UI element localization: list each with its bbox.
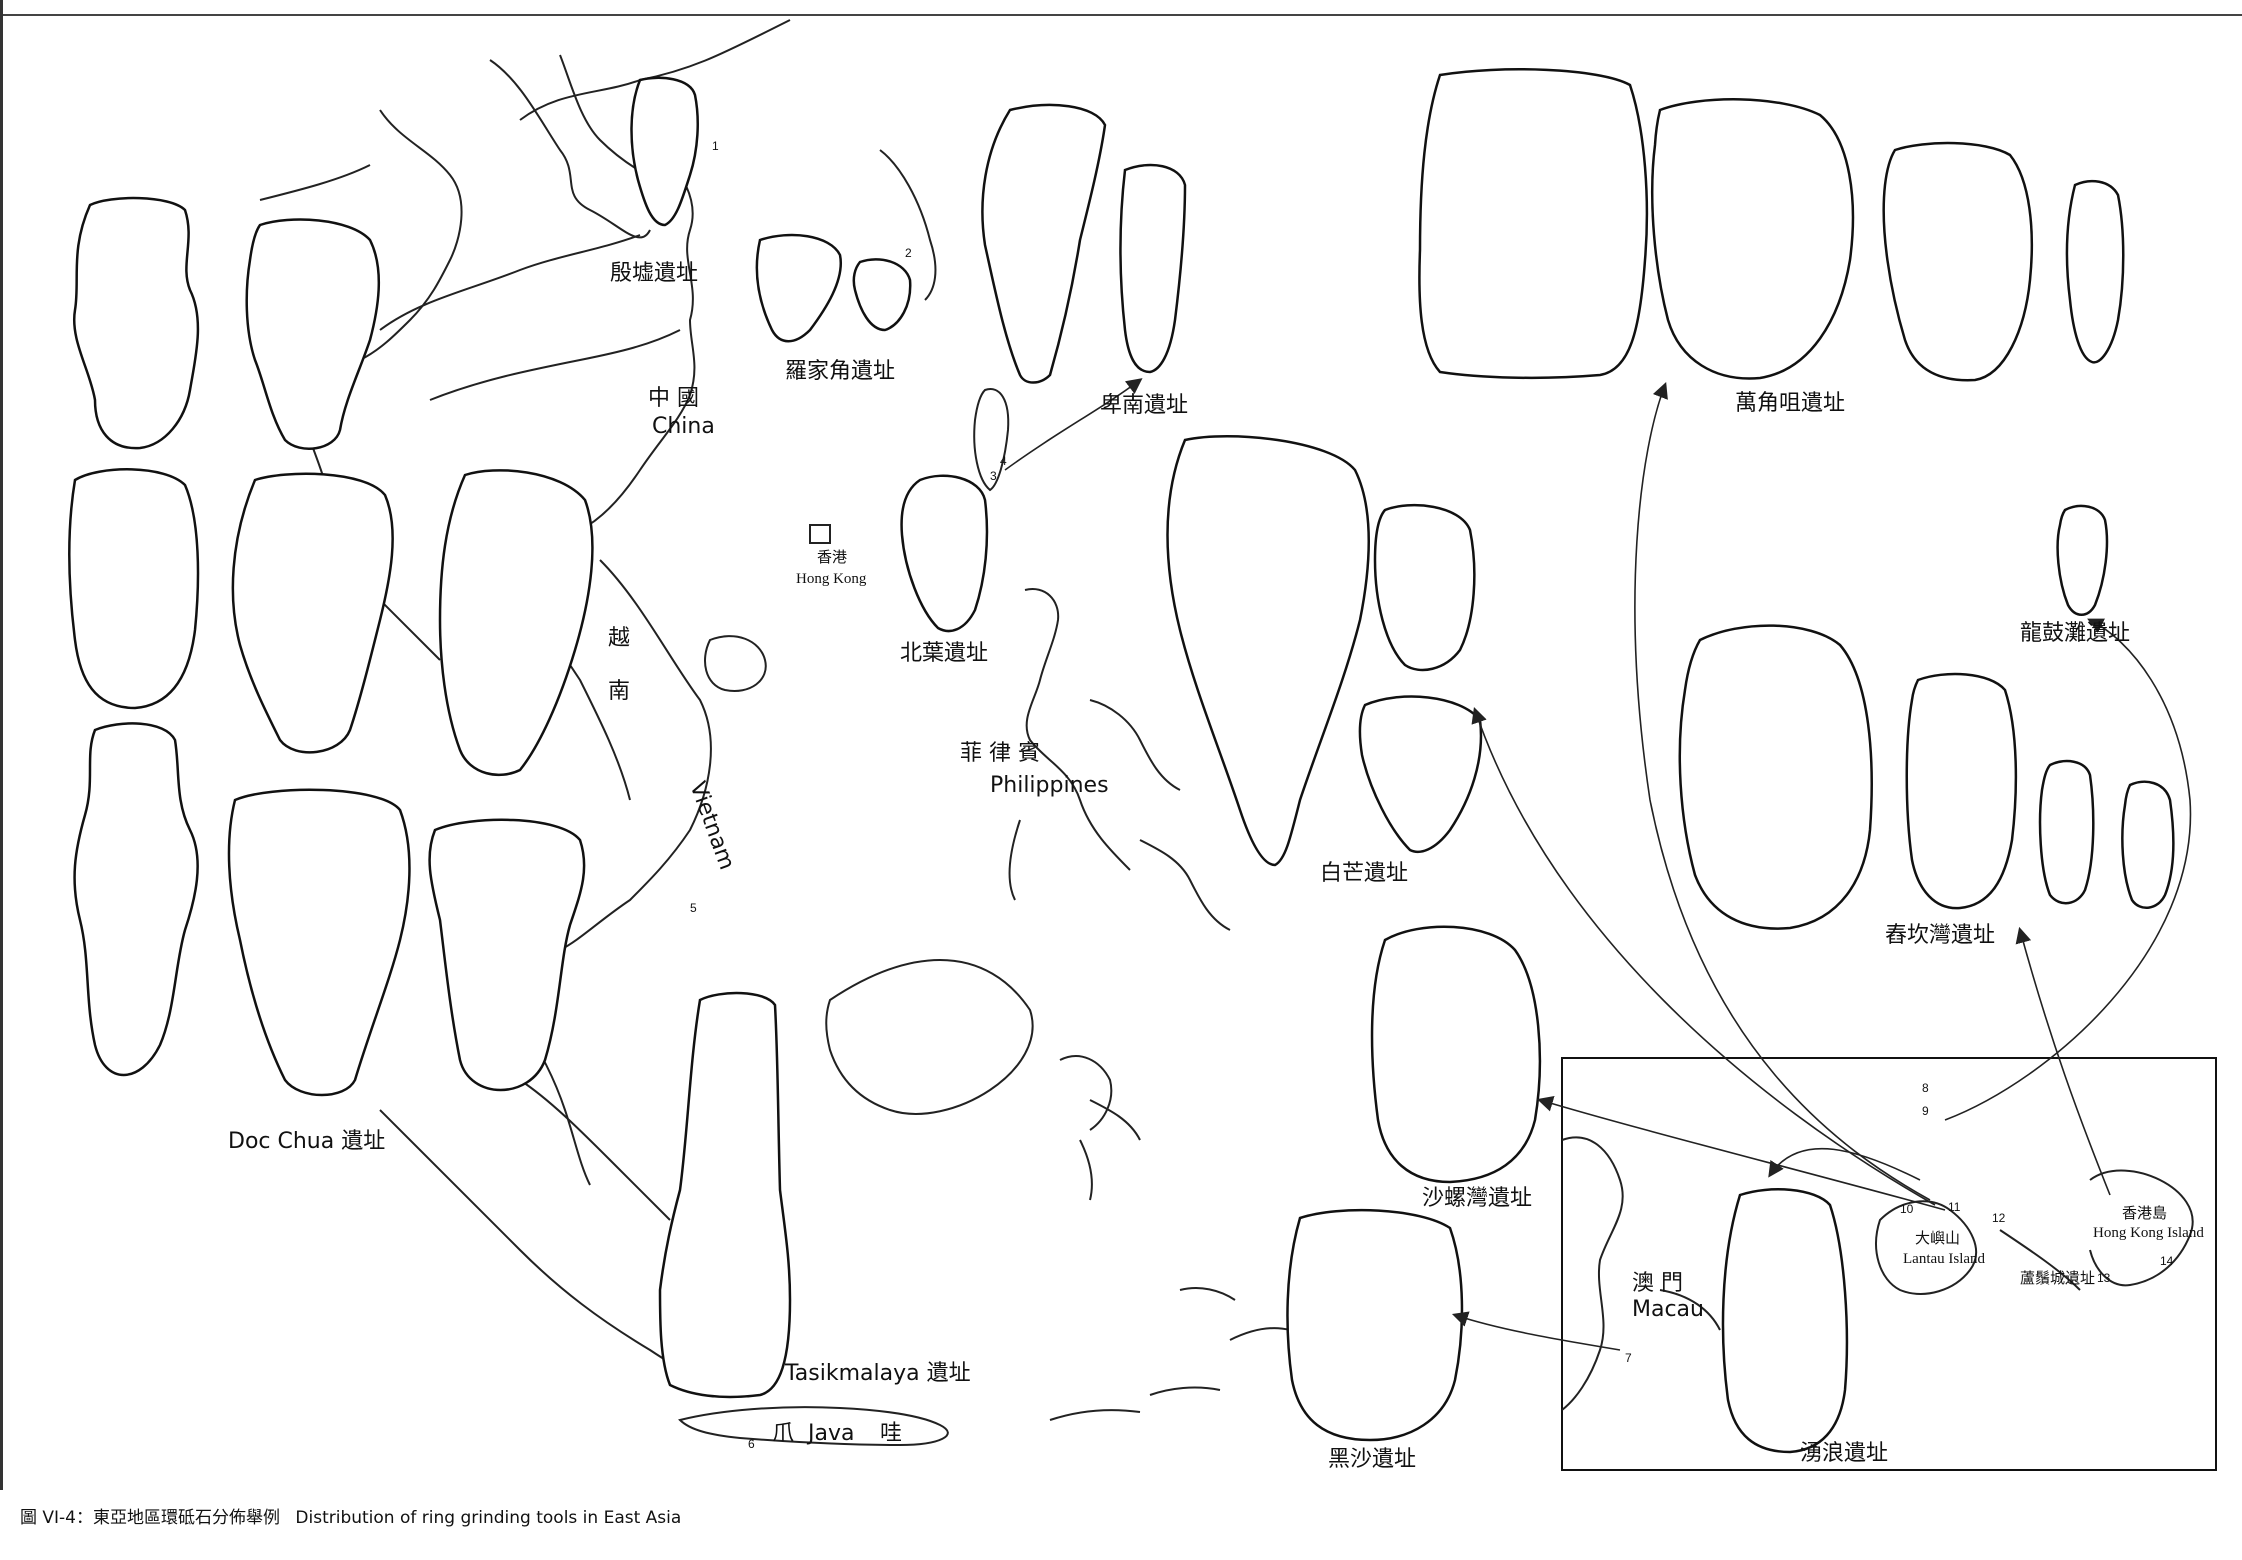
label-beinan: 卑南遺址 [1100,393,1188,418]
label-tasikmalaya: Tasikmalaya 遺址 [784,1361,971,1386]
tool-wanjiaozui-3 [1882,141,2034,382]
label-china-en: China [652,414,715,439]
tool-doc-chua-1 [72,196,200,450]
distribution-arrows [1004,378,2192,1351]
label-hongkong-en: Hong Kong [796,571,867,587]
hong-kong-inset [1561,1057,2217,1471]
tool-shaluowan [1370,925,1542,1184]
tool-chunkanwan-3 [2038,759,2095,905]
label-hkisland-zh: 香港島 [2122,1205,2167,1222]
site-number-3: 3 [990,469,997,483]
site-numbers: 1 2 3 4 5 6 7 8 9 10 11 12 13 14 [690,139,2174,1451]
tool-beinan-2 [1119,163,1187,374]
label-longgutan: 龍鼓灘遺址 [2020,621,2130,646]
tool-tasikmalaya [658,991,792,1399]
label-lantau-en: Lantau Island [1903,1251,1986,1267]
label-wanjiaozui: 萬角咀遺址 [1735,391,1845,416]
label-baimang: 白芒遺址 [1320,861,1408,886]
tool-baimang-2 [1373,504,1476,672]
label-hkisland-en: Hong Kong Island [2093,1225,2204,1241]
tool-luojiajiao-2 [852,258,912,332]
tool-yinxu [630,76,699,227]
label-lungkwucheng: 蘆鬚城遺址 [2020,1270,2095,1287]
tool-luojiajiao-1 [755,233,843,343]
left-border-rule [0,0,3,1490]
region-labels: 中 國 China 香港 Hong Kong 越 南 Vietnam 菲 律 賓… [608,386,2204,1446]
label-yinxu: 殷墟遺址 [610,261,698,286]
site-number-1: 1 [712,139,719,153]
label-doc-chua: Doc Chua 遺址 [228,1129,385,1154]
site-number-13: 13 [2097,1271,2111,1285]
caption-figure-number: 圖 VI-4：東亞地區環砥石分佈舉例 [20,1508,280,1528]
site-number-12: 12 [1992,1211,2006,1225]
label-philippines-en: Philippines [990,773,1109,798]
tool-wanjiaozui-2 [1650,98,1855,380]
site-number-14: 14 [2160,1254,2174,1268]
site-number-6: 6 [748,1437,755,1451]
site-number-2: 2 [905,246,912,260]
site-number-8: 8 [1922,1081,1929,1095]
tool-doc-chua-3 [73,722,199,1077]
tool-wanjiaozui-4 [2065,179,2125,364]
label-java-zh-1: 爪 [772,1421,794,1446]
label-java-en: Java [806,1421,854,1446]
tool-wanjiaozui-1 [1418,68,1649,380]
tool-beiye [900,474,989,633]
label-chunkanwan: 舂坎灣遺址 [1885,923,1995,948]
hongkong-box [809,524,831,544]
figure-caption: 圖 VI-4：東亞地區環砥石分佈舉例 Distribution of ring … [20,1503,691,1528]
label-shaluowan: 沙螺灣遺址 [1422,1186,1532,1211]
caption-title-en: Distribution of ring grinding tools in E… [295,1508,682,1528]
site-number-5: 5 [690,901,697,915]
label-luojiajiao: 羅家角遺址 [785,359,895,384]
label-lantau-zh: 大嶼山 [1915,1230,1960,1247]
tool-baimang-3 [1358,695,1483,854]
label-yonglang: 湧浪遺址 [1800,1441,1888,1466]
label-heisha: 黑沙遺址 [1328,1447,1416,1472]
label-beiye: 北葉遺址 [900,641,988,666]
label-macau-en: Macau [1632,1297,1704,1322]
site-labels: 殷墟遺址 羅家角遺址 卑南遺址 北葉遺址 白芒遺址 Doc Chua 遺址 Ta… [228,261,2130,1472]
site-number-9: 9 [1922,1104,1929,1118]
east-asia-map [259,19,1291,1447]
tool-doc-chua-2 [68,468,200,710]
tool-chunkanwan-1 [1678,624,1873,930]
tool-yonglang [1721,1188,1849,1454]
tool-longgutan [2056,504,2109,616]
tool-doc-chua-4 [245,218,381,450]
label-macau-zh: 澳 門 [1632,1271,1683,1296]
site-number-10: 10 [1900,1202,1914,1216]
site-number-4: 4 [1000,454,1007,468]
label-philippines-zh: 菲 律 賓 [960,741,1040,766]
label-java-zh-2: 哇 [880,1421,902,1446]
top-border-rule [0,14,2242,16]
label-hongkong-zh: 香港 [817,549,847,566]
tool-doc-chua-5 [231,472,394,754]
label-vietnam-zh-2: 南 [608,679,630,704]
tool-chunkanwan-4 [2121,780,2175,909]
tool-beinan-1 [981,103,1107,384]
site-number-11: 11 [1948,1200,1961,1214]
tool-heisha [1286,1208,1464,1442]
tool-doc-chua-8 [428,818,586,1092]
tool-doc-chua-6 [227,788,411,1097]
label-vietnam-zh-1: 越 [608,626,630,651]
tool-chunkanwan-2 [1905,672,2018,910]
tool-baimang-1 [1166,435,1370,867]
site-number-7: 7 [1625,1351,1632,1365]
tool-doc-chua-7 [438,469,594,777]
label-china-zh: 中 國 [648,386,699,411]
artifact-drawings [68,68,2175,1454]
